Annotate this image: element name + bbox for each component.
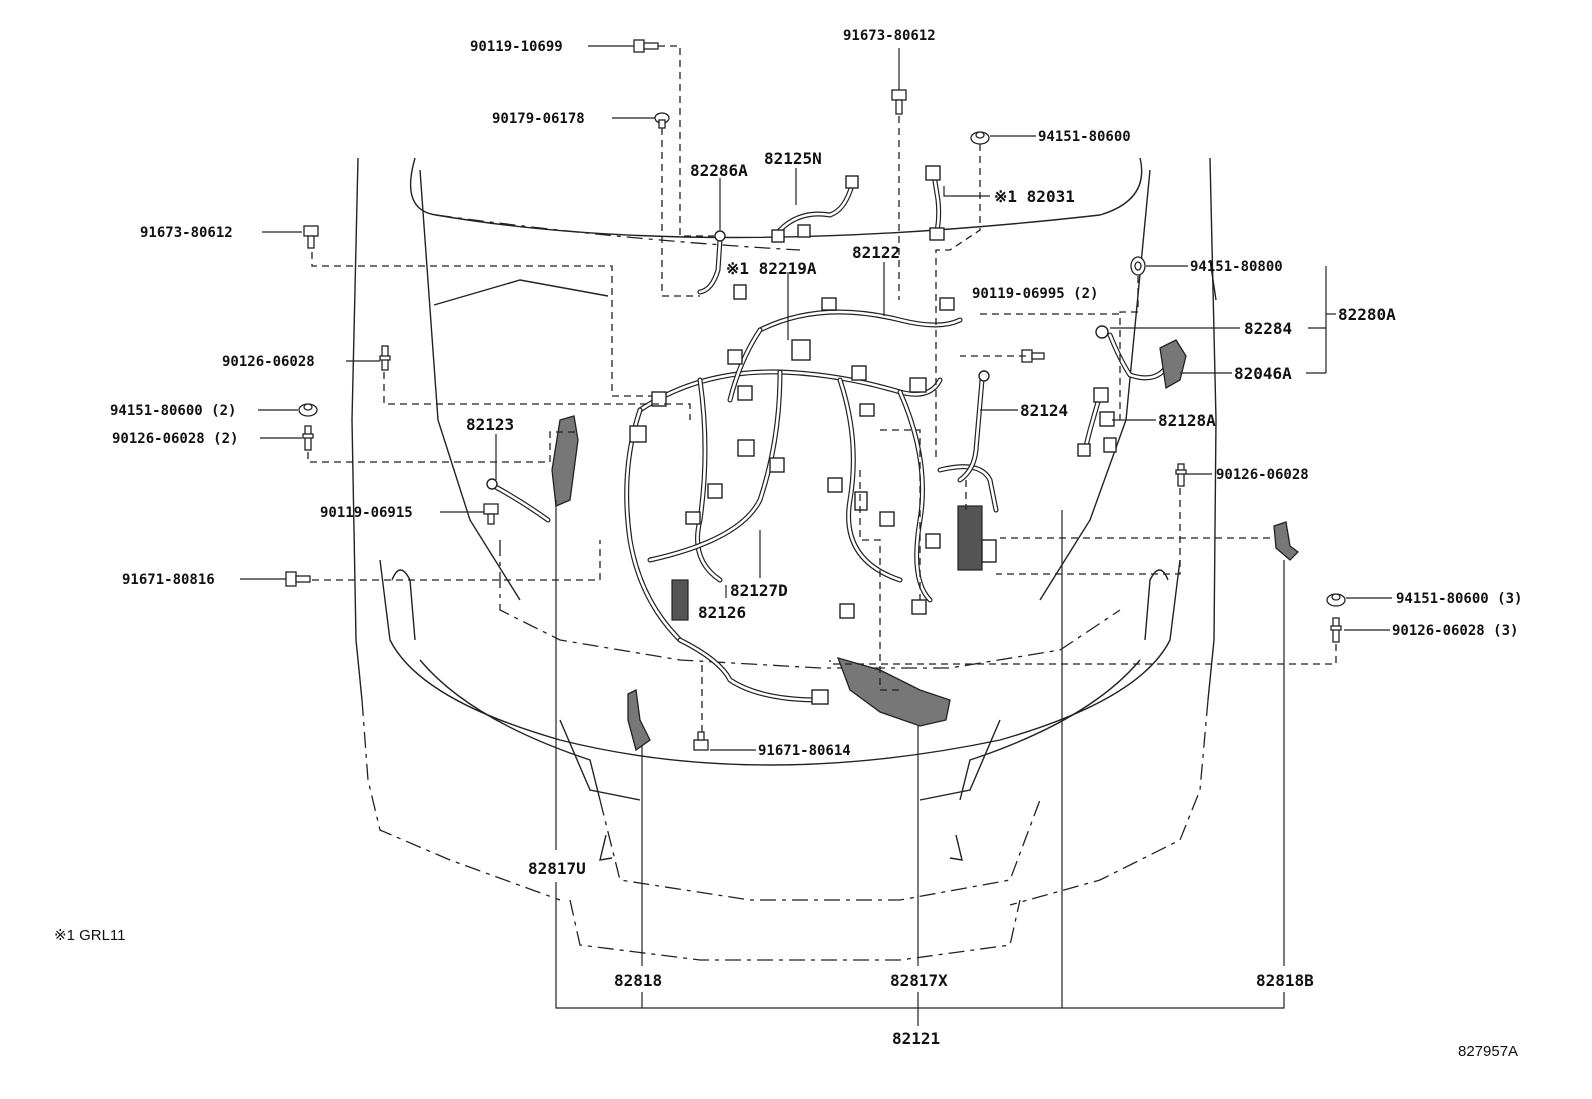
footnote: ※1 GRL11: [54, 927, 126, 944]
label-90126-06028-2: 90126-06028 (2): [112, 431, 238, 447]
label-91673-80612-top: 91673-80612: [843, 28, 936, 44]
label-91673-80612-left: 91673-80612: [140, 225, 233, 241]
label-82280a: 82280A: [1338, 305, 1396, 324]
label-94151-80800: 94151-80800: [1190, 259, 1283, 275]
bolt-icon: [891, 89, 907, 115]
bracket-82818b: [1273, 521, 1299, 561]
label-82122: 82122: [852, 243, 900, 262]
label-94151-80600-3: 94151-80600 (3): [1396, 591, 1522, 607]
label-82046a: 82046A: [1234, 364, 1292, 383]
fasteners: [285, 39, 1346, 751]
label-91671-80614: 91671-80614: [758, 743, 851, 759]
bolt-icon: [693, 731, 709, 751]
label-82126: 82126: [698, 603, 746, 622]
bolt-icon: [483, 503, 499, 525]
stud-icon: [1330, 617, 1342, 643]
diagram-id: 827957A: [1458, 1043, 1518, 1060]
protector-82817x: [836, 657, 951, 727]
label-90119-10699: 90119-10699: [470, 39, 563, 55]
label-82123: 82123: [466, 415, 514, 434]
engine-wire-harness: [489, 172, 1173, 703]
bolt-icon: [285, 571, 311, 587]
fastener-location-lines: [307, 45, 1337, 732]
label-82817u: 82817U: [528, 859, 586, 878]
label-82128a: 82128A: [1158, 411, 1216, 430]
label-90126-06028-3: 90126-06028 (3): [1392, 623, 1518, 639]
bolt-icon: [633, 39, 659, 53]
bolt-icon: [303, 225, 319, 249]
label-82818b: 82818B: [1256, 971, 1314, 990]
label-82817x: 82817X: [890, 971, 948, 990]
label-82121: 82121: [892, 1029, 940, 1048]
bracket-82817u: [551, 415, 579, 507]
label-82286a: 82286A: [690, 161, 748, 180]
label-82031: ※1 82031: [994, 187, 1075, 206]
nut-icon: [1326, 593, 1346, 607]
label-90119-06995: 90119-06995 (2): [972, 286, 1098, 302]
stud-icon: [302, 425, 314, 451]
leader-lines: [240, 45, 1392, 1026]
vehicle-body-outline: [351, 157, 1217, 961]
label-91671-80816: 91671-80816: [122, 572, 215, 588]
nut-icon: [970, 131, 990, 145]
label-82127d: 82127D: [730, 581, 788, 600]
label-82219a: ※1 82219A: [726, 259, 817, 278]
stud-icon: [1175, 463, 1187, 487]
nut-icon: [1130, 256, 1146, 276]
bracket-82046a: [1159, 339, 1187, 390]
label-82125n: 82125N: [764, 149, 822, 168]
label-82284: 82284: [1244, 319, 1292, 338]
label-94151-80600-top: 94151-80600: [1038, 129, 1131, 145]
clip-icon: [654, 112, 670, 129]
label-90179-06178: 90179-06178: [492, 111, 585, 127]
label-90126-06028-right: 90126-06028: [1216, 467, 1309, 483]
part-labels: 90119-10699 91673-80612 90179-06178 9415…: [110, 28, 1522, 1048]
label-90126-06028-left: 90126-06028: [222, 354, 315, 370]
nut-icon: [298, 403, 318, 417]
harness-connectors: [486, 165, 1117, 705]
harness-brackets: [551, 339, 1299, 752]
bracket-82818: [627, 689, 651, 752]
label-82818: 82818: [614, 971, 662, 990]
stud-icon: [379, 345, 391, 371]
label-90119-06915: 90119-06915: [320, 505, 413, 521]
label-94151-80600-2: 94151-80600 (2): [110, 403, 236, 419]
label-82124: 82124: [1020, 401, 1068, 420]
